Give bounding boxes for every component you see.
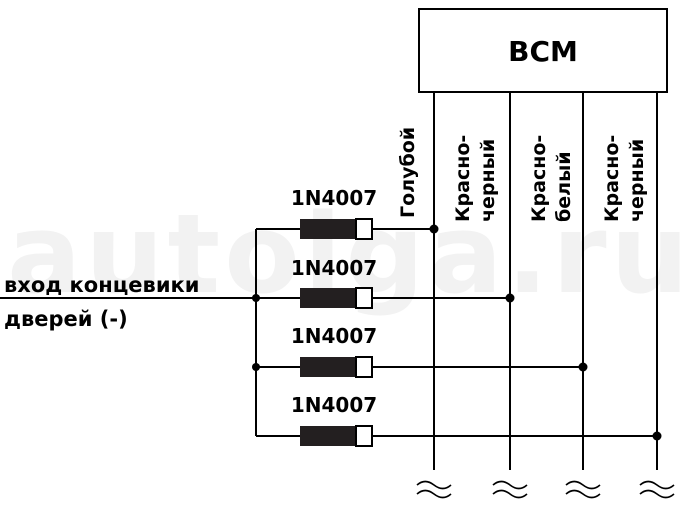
diode-3: [300, 356, 373, 378]
wire-breaks: [416, 480, 675, 499]
wire-label-4-line2: черный: [626, 139, 648, 222]
wire-label-2-line1: Красно-: [452, 135, 474, 222]
wire-3-break: [565, 480, 601, 499]
diode-2: [300, 287, 373, 309]
vertical-wires: [433, 92, 658, 470]
wire-label-2-line2: черный: [477, 139, 499, 222]
diode-1-body: [300, 219, 356, 239]
diode-4-body: [300, 426, 356, 446]
diode-4-label: 1N4007: [291, 393, 377, 417]
diode-1-band: [355, 218, 373, 240]
diode-3-label: 1N4007: [291, 324, 377, 348]
wire-label-3-line1: Красно-: [528, 135, 550, 222]
junction-wire-1: [429, 224, 439, 234]
input-bus: [0, 229, 300, 436]
wire-1-break: [416, 480, 452, 499]
junction-wire-4: [652, 431, 662, 441]
diode-1: [300, 218, 373, 240]
diode-2-label: 1N4007: [291, 256, 377, 280]
wire-label-1: Голубой: [397, 127, 419, 218]
wire-2-break: [492, 480, 528, 499]
diode-4-band: [355, 425, 373, 447]
junction-bus-2: [252, 363, 260, 371]
bcm-label: BCM: [508, 35, 578, 68]
junction-wire-2: [505, 293, 515, 303]
bcm-box: [418, 8, 668, 93]
junctions: [252, 224, 662, 441]
diode-1-label: 1N4007: [291, 186, 377, 210]
diode-2-band: [355, 287, 373, 309]
diode-3-band: [355, 356, 373, 378]
junction-bus-1: [252, 294, 260, 302]
diode-3-body: [300, 357, 356, 377]
input-label-line2: дверей (-): [4, 307, 128, 331]
wire-label-3-line2: белый: [553, 151, 575, 222]
wire-4-break: [639, 480, 675, 499]
wire-label-4-line1: Красно-: [601, 135, 623, 222]
input-label-line1: вход концевики: [4, 273, 200, 297]
diode-2-body: [300, 288, 356, 308]
diode-4: [300, 425, 373, 447]
junction-wire-3: [578, 362, 588, 372]
